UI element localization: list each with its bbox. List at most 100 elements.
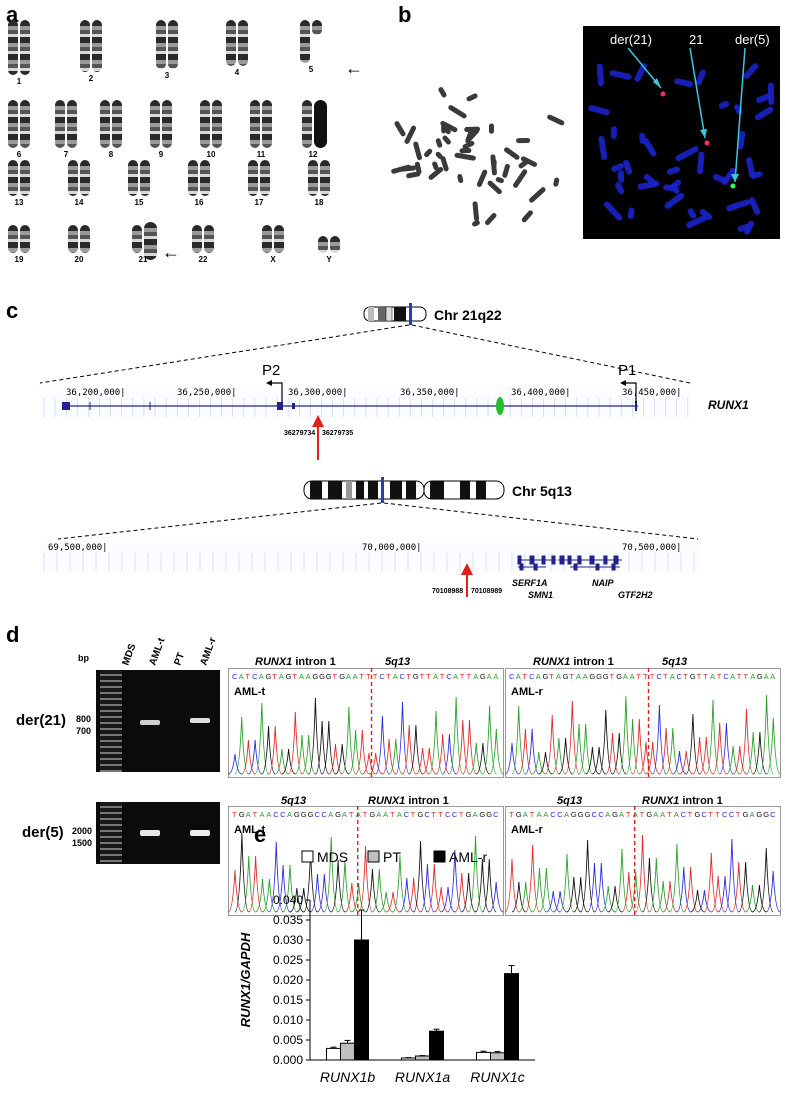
chromosome — [8, 100, 18, 148]
seq-header-r-left: RUNX1 intron 1 — [533, 656, 614, 668]
base-call: T — [426, 672, 431, 681]
fish-arrows — [627, 47, 746, 183]
base-call: C — [701, 810, 707, 819]
base-call: C — [723, 672, 729, 681]
trace-peak — [454, 872, 469, 913]
base-call: T — [737, 672, 742, 681]
chromosome-number: 11 — [256, 150, 266, 159]
trace-peak — [268, 725, 283, 775]
base-call: A — [287, 810, 292, 819]
legend-swatch — [301, 850, 314, 863]
seq-header-t2-right: RUNX1 intron 1 — [368, 795, 449, 807]
chromosome — [274, 225, 284, 253]
base-call: T — [459, 810, 464, 819]
trace-peak — [738, 861, 753, 913]
metaphase-chromosome — [391, 164, 412, 174]
base-call: T — [610, 672, 615, 681]
chromosome-number: 12 — [308, 150, 318, 159]
chromosome — [55, 100, 65, 148]
fish-chromosome — [596, 63, 604, 87]
trace-peak — [469, 742, 484, 775]
gene-smn1: SMN1 — [528, 590, 553, 600]
base-call: G — [543, 672, 549, 681]
trace-peak — [282, 864, 298, 913]
trace-peak — [289, 887, 304, 913]
trace-peak — [612, 732, 627, 775]
y-tick-label: 0.025 — [273, 953, 303, 967]
chromosome — [144, 222, 157, 260]
base-call: G — [516, 810, 522, 819]
metaphase-chromosome — [454, 152, 476, 161]
base-call: A — [493, 672, 498, 681]
seq-header-t-right: 5q13 — [385, 656, 411, 668]
trace-peak — [379, 891, 394, 913]
trace-peak — [475, 858, 490, 913]
base-call: T — [467, 672, 472, 681]
metaphase-chromosome — [504, 147, 520, 160]
base-call: T — [549, 672, 554, 681]
trace-peak — [408, 724, 423, 775]
base-call: A — [473, 672, 478, 681]
trace-peak — [482, 705, 497, 775]
trace-peak — [392, 854, 408, 913]
trace-peak — [382, 738, 396, 775]
y-tick-label: 0.010 — [273, 1013, 303, 1027]
base-call: T — [736, 810, 741, 819]
trace-peak — [295, 734, 309, 775]
y-tick-label: 0.020 — [273, 973, 303, 987]
chromosome-number: 9 — [158, 150, 164, 159]
trace-peak — [558, 737, 573, 775]
gel-row-label-der5: der(5) — [22, 824, 64, 841]
trace-peak — [441, 886, 456, 913]
chromosome — [67, 100, 77, 148]
base-call: G — [616, 672, 622, 681]
trace-peak — [545, 714, 560, 775]
chr5-tick: 69,500,000| — [48, 543, 108, 553]
base-call: C — [280, 810, 286, 819]
base-call: G — [319, 672, 325, 681]
trace-peak — [308, 697, 323, 775]
trace-peak — [538, 751, 553, 775]
trace-peak — [375, 715, 390, 775]
trace-peak — [566, 876, 581, 913]
trace-peak — [766, 870, 781, 913]
fish-chromosome — [627, 207, 635, 220]
lane-label-aml-r: AML-r — [198, 636, 218, 667]
metaphase-chromosome — [424, 148, 433, 158]
trace-peak — [766, 717, 781, 775]
base-call: T — [569, 672, 574, 681]
trace-peak — [614, 848, 630, 913]
trace-peak — [605, 732, 620, 775]
legend-swatch — [433, 850, 446, 863]
base-call: G — [239, 810, 245, 819]
band-der21-aml-r — [190, 718, 210, 723]
fish-chromosome — [639, 132, 646, 145]
chromosome-number: X — [270, 255, 276, 264]
base-call: T — [530, 810, 535, 819]
trace-peak — [372, 868, 387, 913]
y-tick-label: 0.000 — [273, 1053, 303, 1067]
trace-peak — [656, 880, 671, 913]
trace-peak — [330, 859, 346, 913]
trace-peak — [580, 839, 595, 913]
chromosome — [238, 20, 248, 66]
trace-peak — [435, 733, 450, 775]
trace-peak — [447, 849, 463, 913]
chromosome — [20, 100, 30, 148]
base-call: T — [460, 672, 465, 681]
chromosome-number: 4 — [234, 68, 240, 77]
trace-peak — [573, 876, 588, 913]
metaphase-chromosome — [516, 137, 531, 144]
trace-peak — [461, 872, 476, 913]
trace-peak — [645, 741, 660, 775]
trace-peak — [525, 728, 540, 775]
trace-peak — [703, 852, 719, 913]
trace-peak — [228, 753, 242, 775]
lane-label-pt: PT — [172, 651, 187, 667]
chromosome-number: 1 — [16, 77, 22, 86]
gel-lane-labels: MDS AML-t PT AML-r — [120, 636, 218, 667]
chromosome-number: 14 — [74, 198, 84, 207]
trace-peak — [455, 719, 470, 775]
bar — [429, 1030, 444, 1061]
base-call: C — [550, 810, 556, 819]
